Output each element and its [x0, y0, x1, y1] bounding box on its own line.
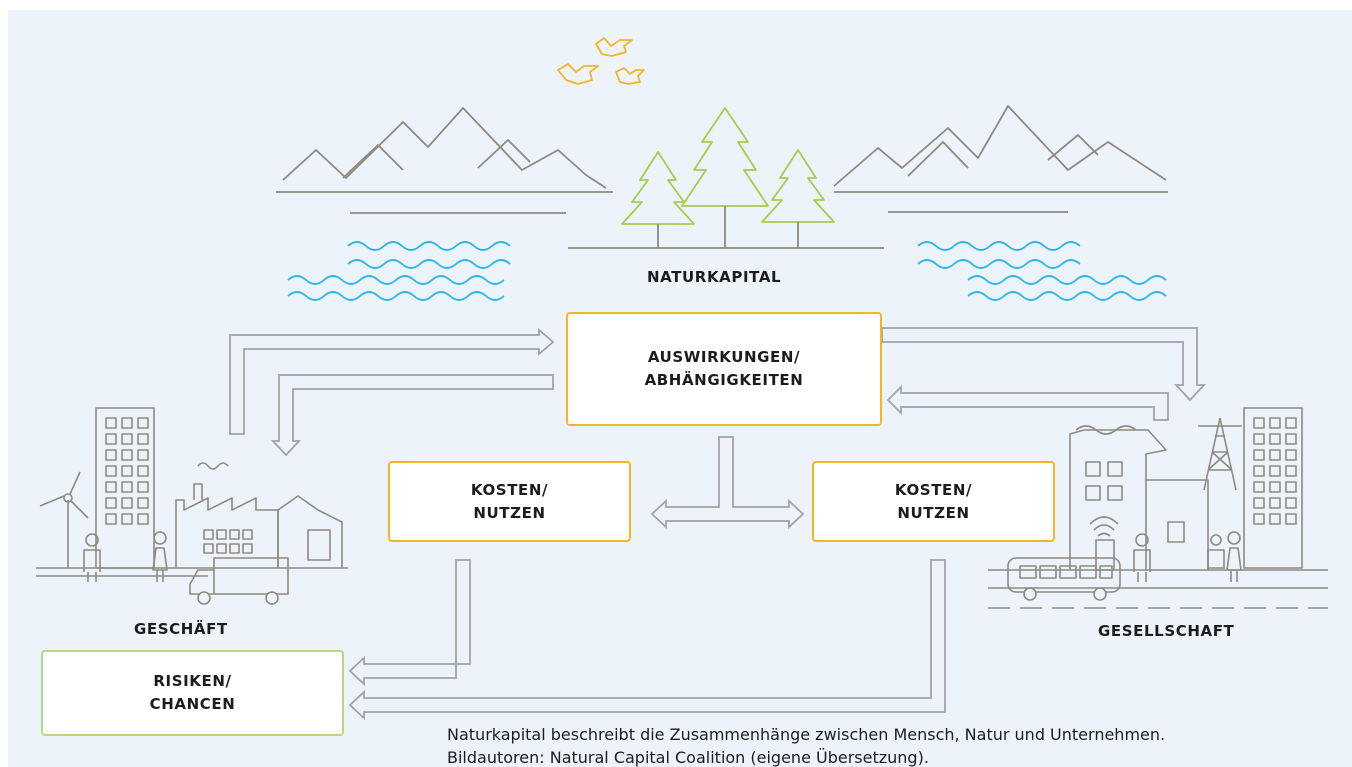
arrow-cost-split	[650, 436, 805, 530]
arrow-business-to-impacts	[229, 328, 555, 435]
tree-icon	[621, 107, 835, 248]
society-city-illustration	[988, 407, 1328, 609]
person-icon	[1133, 531, 1242, 582]
bus-icon	[1007, 557, 1121, 601]
arrow-impacts-to-business	[270, 374, 554, 457]
office-building-icon	[95, 407, 155, 569]
gesellschaft-label: GESELLSCHAFT	[1098, 622, 1235, 640]
horizon-lines	[276, 191, 1168, 249]
arrow-impacts-to-society	[881, 327, 1207, 402]
factory-icon	[175, 462, 343, 568]
auswirkungen-text: AUSWIRKUNGEN/ ABHÄNGIGKEITEN	[644, 348, 804, 389]
risiken-chancen-text: RISIKEN/ CHANCEN	[149, 672, 236, 713]
risiken-chancen-box: RISIKEN/ CHANCEN	[41, 650, 344, 736]
arrow-society-to-impacts	[886, 384, 1169, 421]
arrow-cost-right-to-risks	[348, 559, 946, 721]
arrow-cost-left-to-risks	[348, 559, 471, 687]
business-city-illustration	[36, 407, 348, 605]
house-icon	[1069, 425, 1209, 571]
mountain-icon	[282, 105, 1167, 189]
kosten-nutzen-right-text: KOSTEN/ NUTZEN	[894, 480, 973, 522]
naturkapital-diagram: NATURKAPITAL GESCHÄFT GESELLSCHAFT AUSWI…	[8, 10, 1352, 767]
caption: Naturkapital beschreibt die Zusammenhäng…	[447, 723, 1165, 767]
bird-icon	[557, 37, 645, 85]
flow-arrows	[229, 327, 1207, 721]
truck-icon	[189, 557, 289, 605]
naturkapital-label: NATURKAPITAL	[647, 268, 782, 286]
kosten-nutzen-right-box: KOSTEN/ NUTZEN	[812, 461, 1055, 542]
caption-line-1: Naturkapital beschreibt die Zusammenhäng…	[447, 725, 1166, 744]
kosten-nutzen-left-text: KOSTEN/ NUTZEN	[470, 480, 549, 522]
power-tower-icon	[1198, 417, 1242, 491]
wave-icon	[287, 241, 1167, 301]
caption-line-2: Bildautoren: Natural Capital Coalition (…	[447, 748, 929, 767]
kosten-nutzen-left-box: KOSTEN/ NUTZEN	[388, 461, 631, 542]
auswirkungen-box: AUSWIRKUNGEN/ ABHÄNGIGKEITEN	[566, 312, 882, 426]
office-building-icon	[1243, 407, 1303, 569]
geschaeft-label: GESCHÄFT	[134, 620, 228, 638]
wind-turbine-icon	[39, 471, 89, 568]
